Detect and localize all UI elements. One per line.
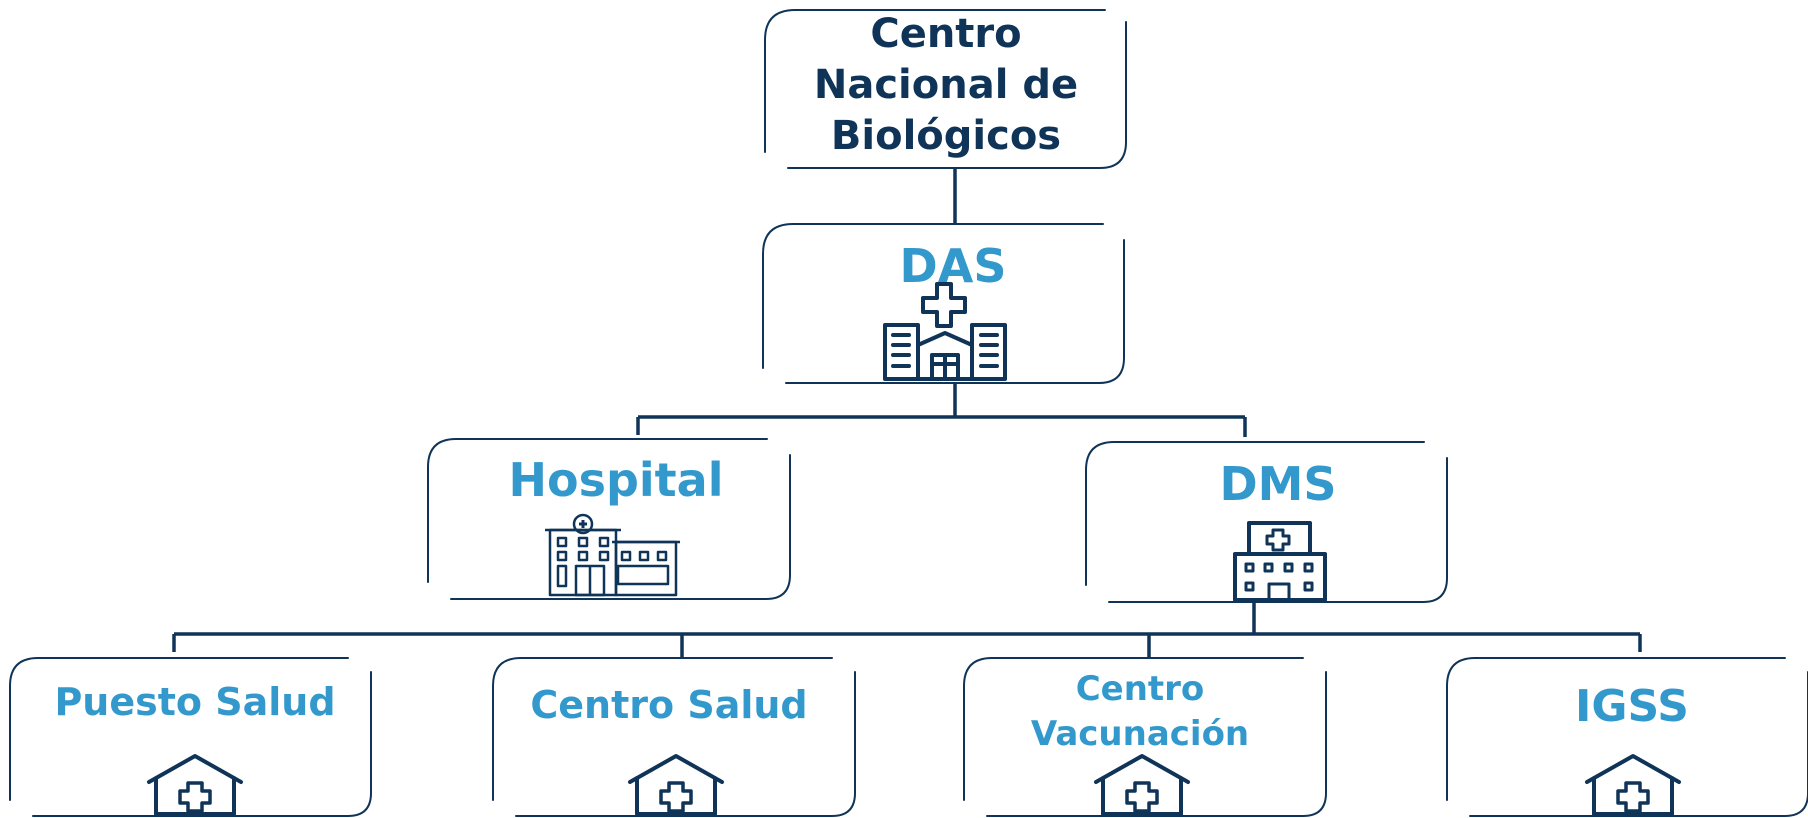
- centro-nacional-line-2: Nacional de: [814, 62, 1078, 108]
- hospital-icon: [545, 513, 680, 597]
- puesto-salud-label: Puesto Salud: [54, 680, 335, 724]
- centro-salud-label: Centro Salud: [530, 683, 807, 727]
- box-centro-nacional: [764, 9, 1127, 169]
- centro-nacional-line-1: Centro: [870, 11, 1021, 57]
- health-house-icon: [1585, 754, 1681, 816]
- centro-vacunacion-line-2: Vacunación: [1031, 714, 1249, 754]
- igss-label: IGSS: [1575, 681, 1689, 732]
- health-house-icon: [1094, 754, 1190, 816]
- box-puesto-salud: [9, 657, 372, 817]
- box-das: [762, 223, 1125, 384]
- dms-label: DMS: [1219, 457, 1336, 511]
- box-centro-salud: [492, 657, 856, 817]
- connectors: [172, 168, 1642, 658]
- clinic-icon: [1233, 521, 1327, 602]
- box-hospital: [427, 438, 791, 600]
- centro-nacional-line-3: Biológicos: [831, 113, 1061, 159]
- box-centro-vacunacion: [963, 657, 1327, 817]
- hospital-label: Hospital: [509, 453, 724, 507]
- hospital-building-icon: [883, 282, 1007, 381]
- health-house-icon: [147, 754, 243, 816]
- centro-vacunacion-line-1: Centro: [1076, 669, 1205, 709]
- health-house-icon: [628, 754, 724, 816]
- box-dms: [1085, 441, 1448, 603]
